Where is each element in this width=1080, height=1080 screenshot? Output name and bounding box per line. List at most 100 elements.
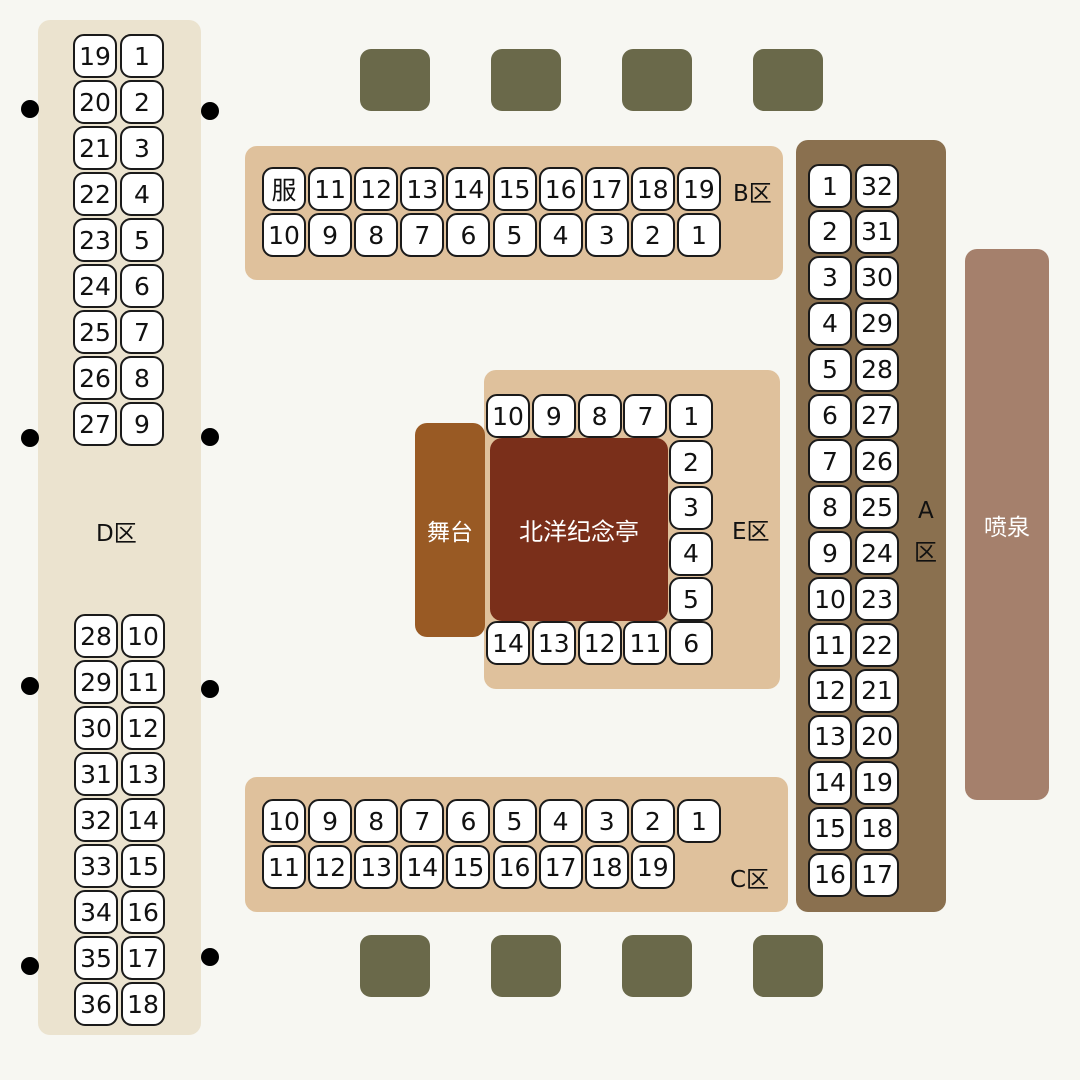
seat-a[interactable]: 27 <box>855 393 899 438</box>
seat-d[interactable]: 17 <box>121 936 165 980</box>
seat-b[interactable]: 1 <box>676 213 721 257</box>
seat-d[interactable]: 35 <box>74 936 118 980</box>
seat-d[interactable]: 18 <box>121 982 165 1026</box>
seat-a[interactable]: 9 <box>808 531 852 576</box>
seat-c[interactable]: 19 <box>630 845 675 889</box>
seat-d[interactable]: 31 <box>74 752 118 796</box>
seat-c[interactable]: 17 <box>538 845 583 889</box>
seat-a[interactable]: 32 <box>855 164 899 208</box>
seat-a[interactable]: 24 <box>855 531 899 576</box>
seat-b[interactable]: 6 <box>446 213 491 257</box>
seat-d[interactable]: 20 <box>73 80 117 124</box>
seat-b[interactable]: 5 <box>492 213 537 257</box>
seat-b[interactable]: 18 <box>630 167 675 211</box>
seat-c[interactable]: 15 <box>446 845 491 889</box>
seat-c[interactable]: 4 <box>538 799 583 843</box>
seat-b[interactable]: 11 <box>308 167 353 211</box>
seat-d[interactable]: 12 <box>121 706 165 750</box>
seat-c[interactable]: 1 <box>676 799 721 843</box>
seat-e[interactable]: 2 <box>669 440 713 484</box>
seat-d[interactable]: 9 <box>120 402 164 446</box>
seat-a[interactable]: 16 <box>808 852 852 897</box>
seat-c[interactable]: 14 <box>400 845 445 889</box>
seat-a[interactable]: 1 <box>808 164 852 208</box>
seat-a[interactable]: 5 <box>808 347 852 392</box>
seat-a[interactable]: 14 <box>808 760 852 805</box>
seat-a[interactable]: 28 <box>855 347 899 392</box>
seat-e[interactable]: 5 <box>669 577 713 622</box>
seat-a[interactable]: 4 <box>808 301 852 346</box>
seat-d[interactable]: 28 <box>74 614 118 658</box>
seat-b[interactable]: 13 <box>400 167 445 211</box>
seat-a[interactable]: 29 <box>855 301 899 346</box>
seat-b[interactable]: 19 <box>676 167 721 211</box>
seat-d[interactable]: 16 <box>121 890 165 934</box>
seat-a[interactable]: 3 <box>808 255 852 300</box>
seat-a[interactable]: 15 <box>808 806 852 851</box>
seat-c[interactable]: 11 <box>262 845 306 889</box>
seat-c[interactable]: 5 <box>492 799 537 843</box>
seat-a[interactable]: 10 <box>808 577 852 622</box>
seat-d[interactable]: 22 <box>73 172 117 216</box>
seat-e[interactable]: 9 <box>531 394 576 438</box>
seat-b[interactable]: 3 <box>584 213 629 257</box>
seat-e[interactable]: 11 <box>623 621 668 665</box>
seat-c[interactable]: 9 <box>308 799 353 843</box>
seat-b[interactable]: 9 <box>308 213 353 257</box>
seat-a[interactable]: 30 <box>855 255 899 300</box>
seat-d[interactable]: 15 <box>121 844 165 888</box>
seat-a[interactable]: 31 <box>855 209 899 254</box>
seat-d[interactable]: 33 <box>74 844 118 888</box>
seat-d[interactable]: 30 <box>74 706 118 750</box>
seat-e[interactable]: 13 <box>531 621 576 665</box>
seat-e[interactable]: 12 <box>577 621 622 665</box>
seat-c[interactable]: 18 <box>584 845 629 889</box>
seat-e[interactable]: 3 <box>669 485 713 530</box>
seat-a[interactable]: 20 <box>855 714 899 759</box>
seat-a[interactable]: 17 <box>855 852 899 897</box>
seat-d[interactable]: 34 <box>74 890 118 934</box>
seat-e[interactable]: 6 <box>669 621 714 665</box>
seat-b[interactable]: 10 <box>262 213 306 257</box>
seat-d[interactable]: 2 <box>120 80 164 124</box>
seat-a[interactable]: 19 <box>855 760 899 805</box>
seat-e[interactable]: 4 <box>669 531 713 576</box>
seat-a[interactable]: 6 <box>808 393 852 438</box>
seat-d[interactable]: 10 <box>121 614 165 658</box>
seat-a[interactable]: 25 <box>855 485 899 530</box>
seat-a[interactable]: 22 <box>855 623 899 667</box>
seat-b[interactable]: 16 <box>538 167 583 211</box>
seat-b[interactable]: 12 <box>354 167 399 211</box>
seat-c[interactable]: 2 <box>630 799 675 843</box>
seat-c[interactable]: 16 <box>492 845 537 889</box>
seat-e[interactable]: 14 <box>486 621 530 665</box>
seat-b[interactable]: 17 <box>584 167 629 211</box>
seat-d[interactable]: 1 <box>120 34 164 78</box>
seat-b[interactable]: 7 <box>400 213 445 257</box>
seat-d[interactable]: 5 <box>120 218 164 262</box>
seat-a[interactable]: 2 <box>808 209 852 254</box>
seat-d[interactable]: 25 <box>73 310 117 354</box>
seat-b[interactable]: 8 <box>354 213 399 257</box>
seat-d[interactable]: 21 <box>73 126 117 170</box>
seat-d[interactable]: 36 <box>74 982 118 1026</box>
seat-d[interactable]: 13 <box>121 752 165 796</box>
seat-a[interactable]: 21 <box>855 668 899 713</box>
seat-d[interactable]: 27 <box>73 402 117 446</box>
seat-c[interactable]: 7 <box>400 799 445 843</box>
seat-e[interactable]: 10 <box>486 394 530 438</box>
seat-b[interactable]: 4 <box>538 213 583 257</box>
seat-e[interactable]: 8 <box>577 394 622 438</box>
seat-e[interactable]: 7 <box>623 394 668 438</box>
seat-c[interactable]: 12 <box>308 845 353 889</box>
seat-d[interactable]: 19 <box>73 34 117 78</box>
seat-c[interactable]: 13 <box>354 845 399 889</box>
seat-b[interactable]: 15 <box>492 167 537 211</box>
seat-c[interactable]: 3 <box>584 799 629 843</box>
seat-d[interactable]: 11 <box>121 660 165 704</box>
seat-d[interactable]: 4 <box>120 172 164 216</box>
seat-a[interactable]: 26 <box>855 439 899 484</box>
seat-d[interactable]: 14 <box>121 798 165 842</box>
seat-d[interactable]: 32 <box>74 798 118 842</box>
seat-b[interactable]: 2 <box>630 213 675 257</box>
